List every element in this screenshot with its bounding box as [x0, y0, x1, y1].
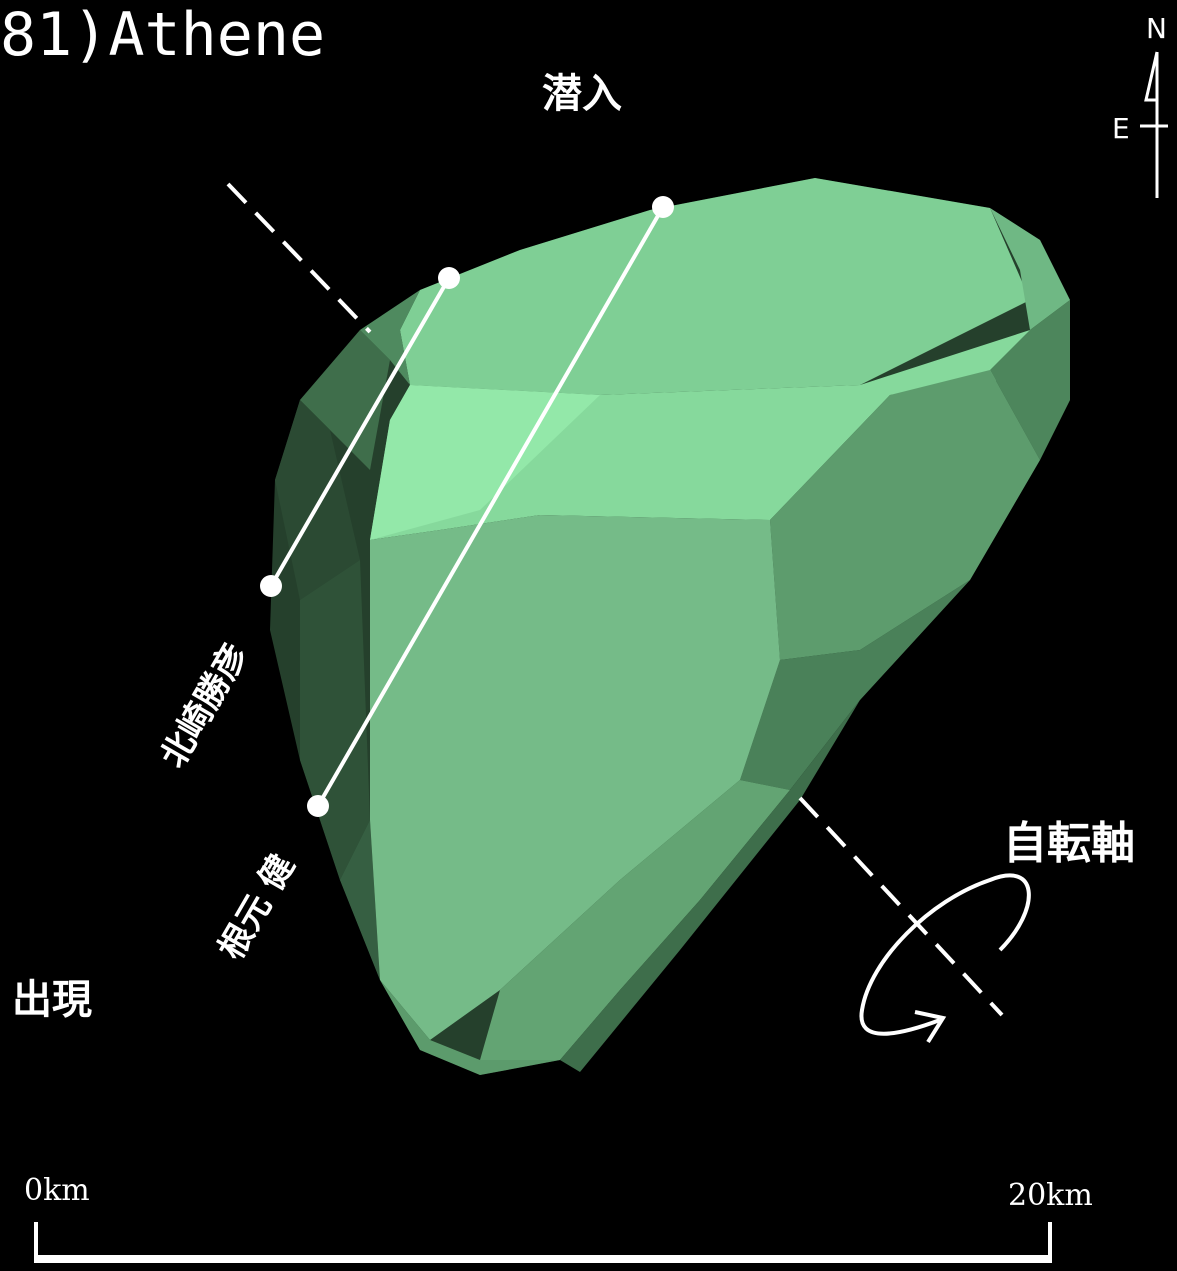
observer-2-label: 根元 健	[211, 848, 303, 967]
facet-left-3	[300, 560, 370, 880]
compass: N E	[1112, 12, 1168, 198]
chord-1	[260, 267, 460, 597]
north-arrow-icon	[1144, 51, 1159, 102]
chord-1-disappear-point	[438, 267, 460, 289]
facet-bottom	[380, 980, 560, 1075]
facet-lower-2	[560, 700, 860, 1072]
rotation-ellipse-icon	[859, 873, 1031, 1036]
scale-end-label: 20km	[1008, 1178, 1093, 1213]
rotation-axis-lower	[798, 796, 1004, 1017]
facet-right-2	[770, 370, 1040, 660]
facet-left-4	[340, 820, 380, 980]
facet-top-right	[990, 208, 1070, 330]
facet-left-1	[300, 330, 390, 470]
rotation-indicator	[859, 873, 1031, 1044]
compass-north-label: N	[1146, 12, 1167, 45]
facet-highlight	[370, 385, 600, 540]
chord-1-line	[269, 276, 451, 588]
chord-2-disappear-point	[652, 196, 674, 218]
scale-start-label: 0km	[24, 1173, 90, 1208]
chord-2	[307, 196, 674, 817]
asteroid-shape	[270, 178, 1070, 1075]
rotation-arrow-icon	[914, 1010, 947, 1044]
scale-bar: 0km 20km	[24, 1173, 1093, 1263]
facet-top	[400, 178, 1030, 395]
disappear-label: 潜入	[542, 71, 622, 117]
facet-upper-left	[360, 290, 420, 385]
reappear-label: 出現	[12, 977, 92, 1023]
facet-upper-band	[370, 330, 1030, 540]
chord-1-reappear-point	[260, 575, 282, 597]
compass-east-label: E	[1112, 112, 1130, 145]
facet-left-2	[275, 400, 360, 600]
page-title: 81)Athene	[0, 0, 325, 70]
facet-right-1	[990, 300, 1070, 460]
rotation-axis-label: 自転軸	[1003, 818, 1135, 869]
facet-right-3	[740, 580, 970, 790]
facet-lower-1	[480, 780, 790, 1060]
chord-2-line	[316, 206, 665, 807]
facet-center	[370, 515, 780, 1040]
observer-1-label: 北崎勝彦	[153, 637, 256, 775]
chord-2-reappear-point	[307, 795, 329, 817]
rotation-axis-upper	[226, 182, 372, 334]
